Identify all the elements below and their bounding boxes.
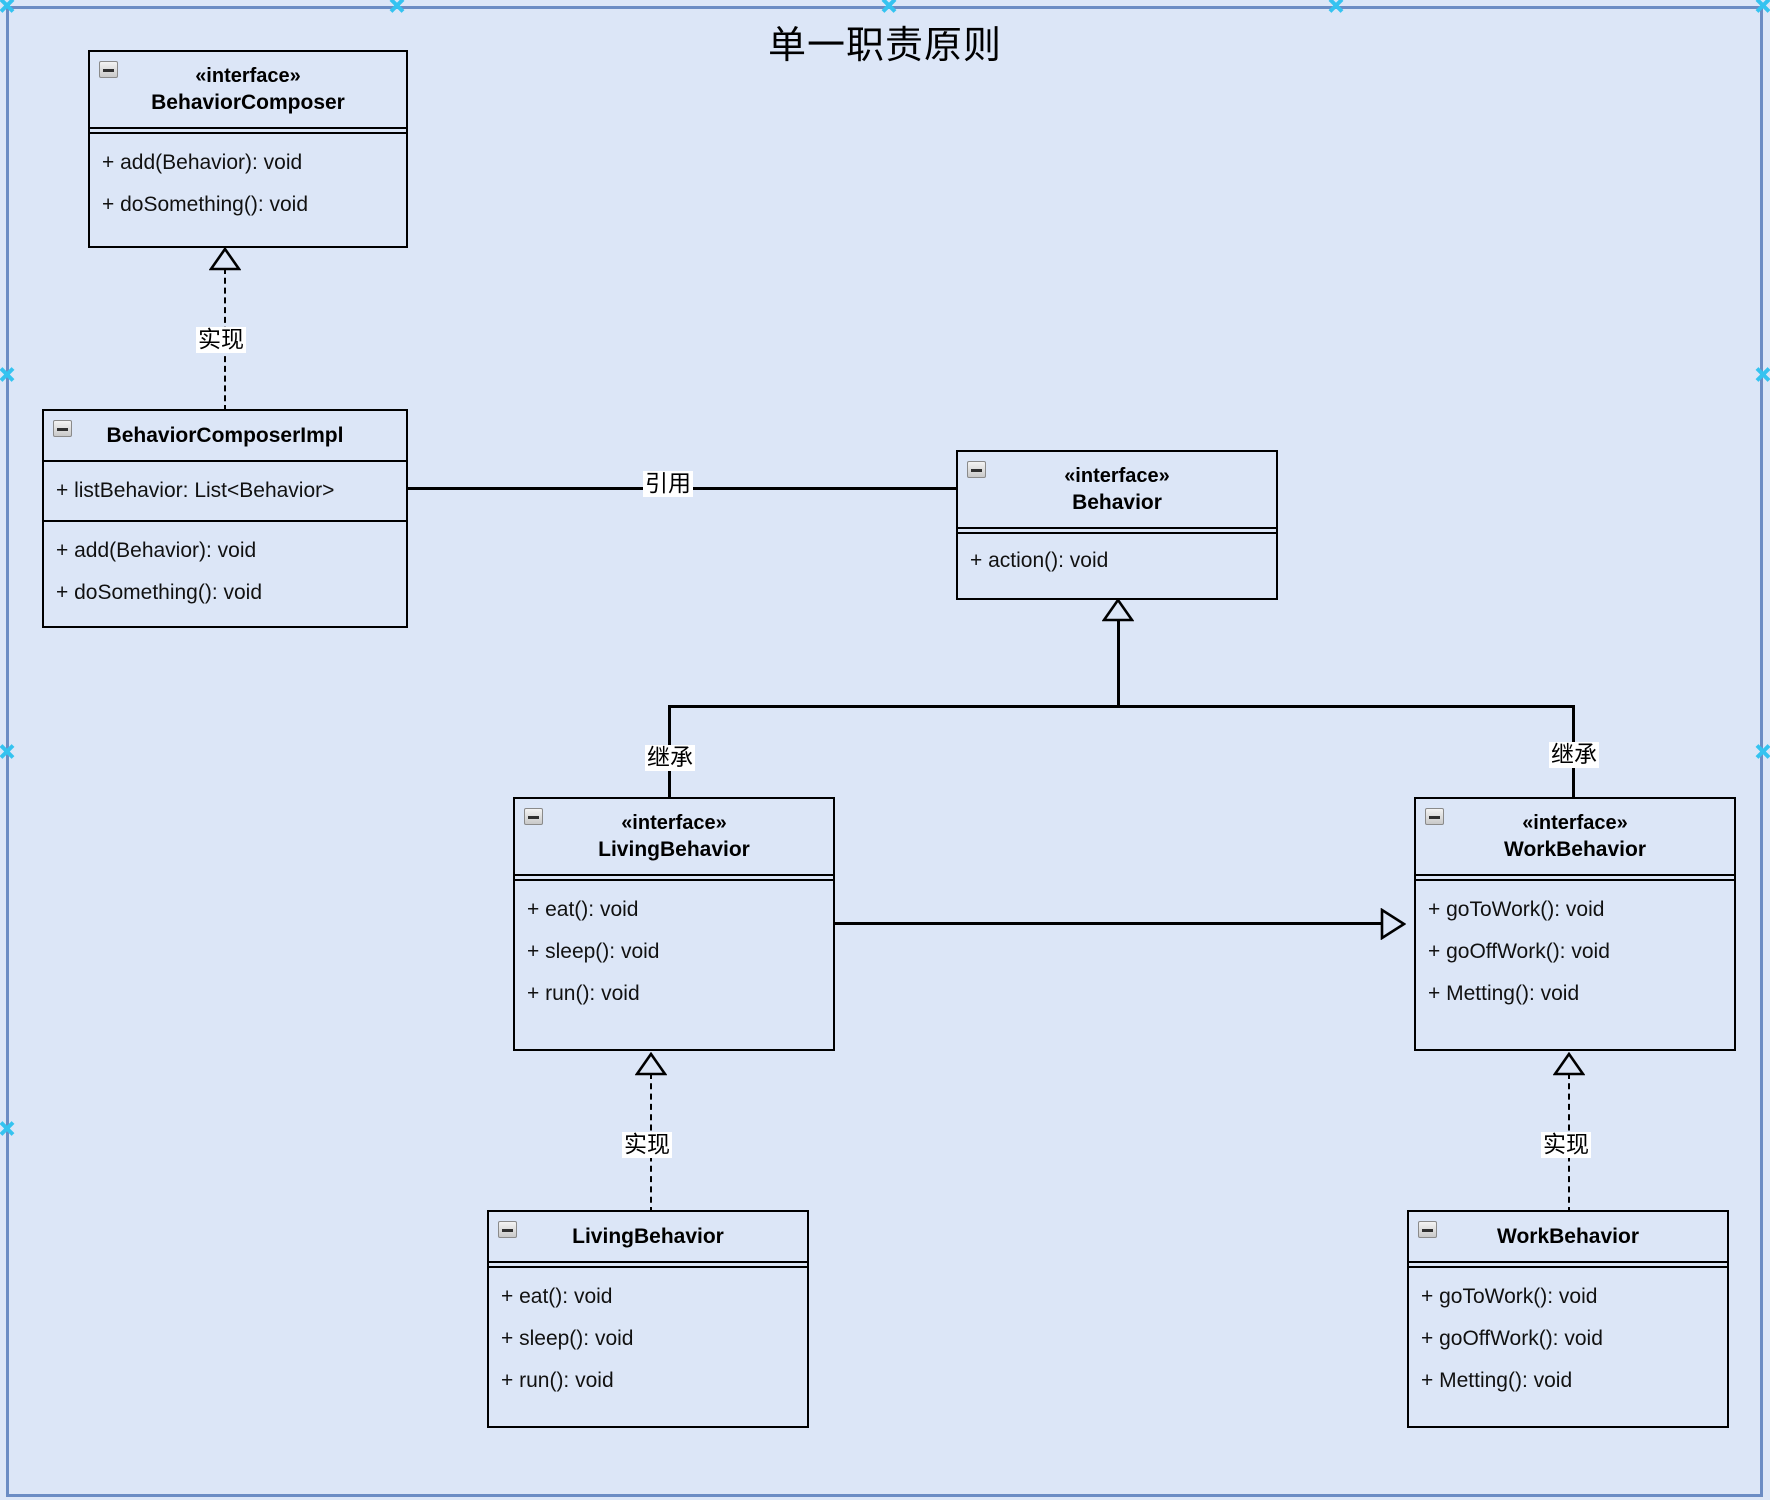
resize-handle-top-center[interactable] (388, 0, 405, 14)
method-row: + run(): void (501, 1368, 614, 1392)
edge-label-impl-composer: 实现 (196, 327, 246, 354)
class-box-behavior[interactable]: «interface» Behavior + action(): void (956, 450, 1278, 600)
class-box-work-behavior-interface[interactable]: «interface» WorkBehavior + goToWork(): v… (1414, 797, 1736, 1051)
resize-handle-left-3[interactable] (0, 1120, 15, 1137)
method-row: + doSomething(): void (56, 580, 263, 604)
header-divider-2 (515, 879, 833, 882)
header-divider (489, 1260, 807, 1263)
stereotype-label: «interface» (1064, 465, 1170, 487)
method-row: + goOffWork(): void (1428, 940, 1610, 964)
realization-arrow-composer (209, 247, 241, 271)
realization-arrow-living (635, 1052, 667, 1076)
realization-arrow-work (1553, 1052, 1585, 1076)
collapse-icon[interactable] (967, 461, 986, 478)
resize-handle-left-1[interactable] (0, 366, 15, 383)
class-header-living-behavior-class: LivingBehavior (489, 1212, 807, 1261)
method-row: + eat(): void (501, 1284, 613, 1308)
header-divider (515, 874, 833, 877)
class-name-label: LivingBehavior (572, 1225, 724, 1248)
edge-label-reference: 引用 (643, 471, 693, 498)
methods-section: + eat(): void + sleep(): void + run(): v… (515, 881, 833, 1025)
method-row: + sleep(): void (501, 1326, 634, 1350)
methods-section: + eat(): void + sleep(): void + run(): v… (489, 1268, 807, 1412)
header-divider (1409, 1260, 1727, 1263)
header-divider-2 (1409, 1265, 1727, 1268)
header-divider-2 (489, 1265, 807, 1268)
method-row: + action(): void (970, 549, 1109, 573)
header-divider (90, 127, 406, 130)
resize-handle-left-2[interactable] (0, 743, 15, 760)
method-row: + doSomething(): void (102, 193, 309, 217)
collapse-icon[interactable] (1418, 1221, 1437, 1238)
connector-living-to-work[interactable] (832, 922, 1387, 925)
collapse-icon[interactable] (99, 61, 118, 78)
edge-label-impl-work: 实现 (1541, 1132, 1591, 1159)
class-box-behavior-composer-impl[interactable]: BehaviorComposerImpl + listBehavior: Lis… (42, 409, 408, 628)
method-row: + run(): void (527, 982, 640, 1006)
attributes-divider (44, 519, 406, 522)
method-row: + sleep(): void (527, 940, 660, 964)
attributes-section: + listBehavior: List<Behavior> (44, 462, 406, 520)
edge-label-inherit-work: 继承 (1549, 742, 1599, 769)
class-header-behavior-composer-impl: BehaviorComposerImpl (44, 411, 406, 460)
stereotype-label: «interface» (1522, 812, 1628, 834)
method-row: + add(Behavior): void (56, 538, 257, 562)
method-row: + goOffWork(): void (1421, 1326, 1603, 1350)
collapse-icon[interactable] (524, 808, 543, 825)
header-divider-2 (90, 132, 406, 135)
resize-handle-top-right-2[interactable] (1754, 0, 1770, 14)
methods-section: + action(): void (958, 534, 1276, 588)
header-divider (958, 527, 1276, 530)
class-name-label: WorkBehavior (1497, 1225, 1639, 1248)
generalization-arrow-work (1380, 908, 1406, 940)
class-header-work-behavior-class: WorkBehavior (1409, 1212, 1727, 1261)
methods-section: + goToWork(): void + goOffWork(): void +… (1416, 881, 1734, 1025)
class-header-living-behavior-interface: «interface» LivingBehavior (515, 799, 833, 874)
generalization-arrow-behavior (1102, 598, 1134, 622)
method-row: + goToWork(): void (1428, 898, 1605, 922)
collapse-icon[interactable] (1425, 808, 1444, 825)
class-name-label: Behavior (1072, 490, 1162, 514)
method-row: + Metting(): void (1421, 1368, 1573, 1392)
resize-handle-top-left[interactable] (0, 0, 15, 14)
methods-section: + add(Behavior): void + doSomething(): v… (44, 522, 406, 624)
edge-label-impl-living: 实现 (622, 1132, 672, 1159)
class-header-behavior: «interface» Behavior (958, 452, 1276, 527)
method-row: + Metting(): void (1428, 982, 1580, 1006)
collapse-icon[interactable] (53, 420, 72, 437)
class-box-behavior-composer[interactable]: «interface» BehaviorComposer + add(Behav… (88, 50, 408, 248)
class-name-label: LivingBehavior (598, 837, 750, 861)
resize-handle-right-1[interactable] (1754, 366, 1770, 383)
collapse-icon[interactable] (498, 1221, 517, 1238)
class-box-living-behavior-interface[interactable]: «interface» LivingBehavior + eat(): void… (513, 797, 835, 1051)
header-divider (44, 459, 406, 462)
header-divider-2 (958, 532, 1276, 535)
methods-section: + goToWork(): void + goOffWork(): void +… (1409, 1268, 1727, 1412)
class-header-behavior-composer: «interface» BehaviorComposer (90, 52, 406, 127)
header-divider-2 (1416, 879, 1734, 882)
class-name-label: BehaviorComposerImpl (106, 424, 344, 447)
method-row: + goToWork(): void (1421, 1284, 1598, 1308)
method-row: + eat(): void (527, 898, 639, 922)
header-divider (1416, 874, 1734, 877)
method-row: + add(Behavior): void (102, 151, 303, 175)
resize-handle-right-2[interactable] (1754, 743, 1770, 760)
edge-label-inherit-living: 继承 (645, 745, 695, 772)
resize-handle-top-center-2[interactable] (880, 0, 897, 14)
resize-handle-top-right[interactable] (1327, 0, 1344, 14)
class-box-work-behavior-class[interactable]: WorkBehavior + goToWork(): void + goOffW… (1407, 1210, 1729, 1428)
connector-inherit-horizontal[interactable] (668, 705, 1575, 708)
connector-inherit-vertical-trunk[interactable] (1117, 620, 1120, 706)
class-name-label: BehaviorComposer (151, 90, 345, 114)
class-box-living-behavior-class[interactable]: LivingBehavior + eat(): void + sleep(): … (487, 1210, 809, 1428)
methods-section: + add(Behavior): void + doSomething(): v… (90, 134, 406, 236)
stereotype-label: «interface» (195, 65, 301, 87)
page-title: 单一职责原则 (767, 23, 1002, 67)
class-header-work-behavior-interface: «interface» WorkBehavior (1416, 799, 1734, 874)
attribute-row: + listBehavior: List<Behavior> (56, 478, 335, 502)
class-name-label: WorkBehavior (1504, 837, 1646, 861)
stereotype-label: «interface» (621, 812, 727, 834)
